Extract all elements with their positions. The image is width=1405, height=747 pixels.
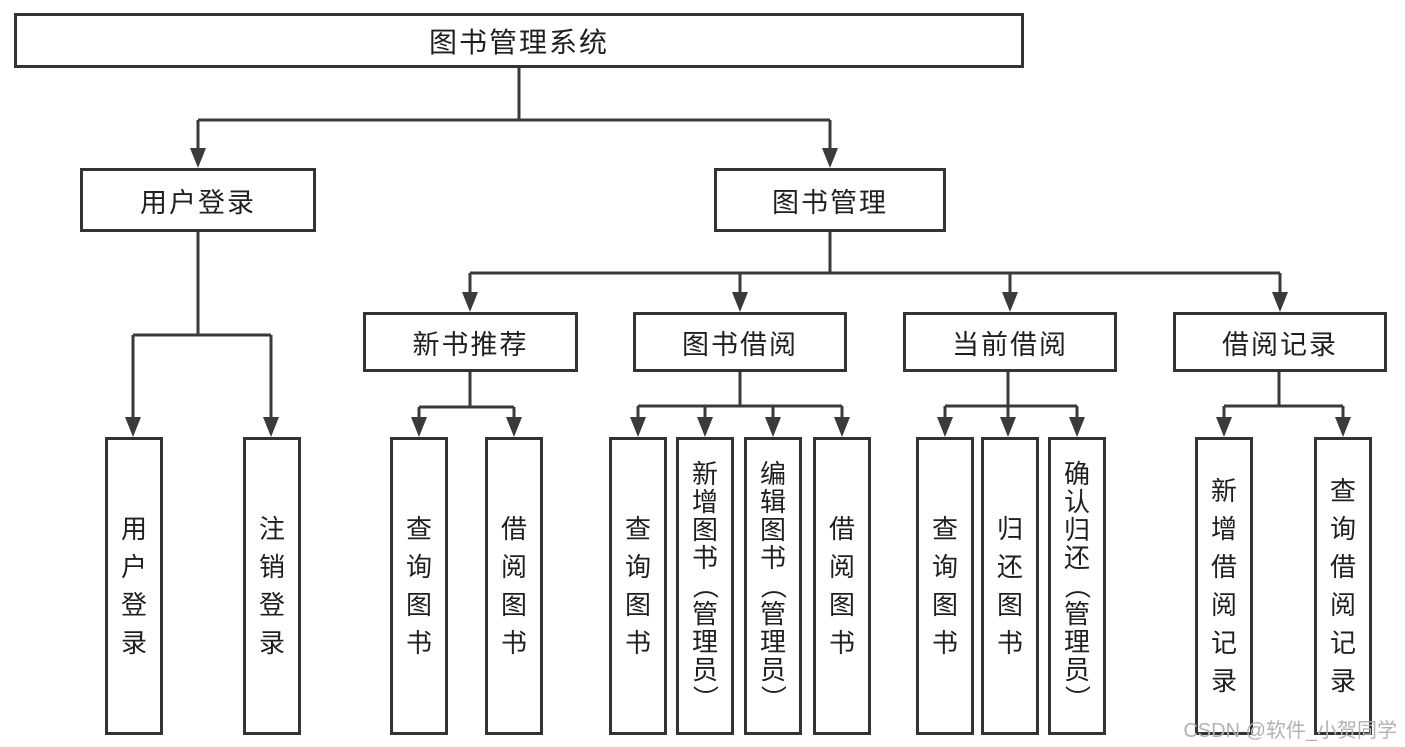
node-new-book-recommend: 新书推荐 <box>363 312 578 372</box>
leaf-query-books-borrowing: 查询图书 <box>609 437 667 735</box>
leaf-edit-books-admin: 编辑图书（管理员） <box>744 437 802 735</box>
leaf-query-borrow-record: 查询借阅记录 <box>1314 437 1372 735</box>
leaf-confirm-return-admin: 确认归还（管理员） <box>1048 437 1106 735</box>
node-root-label: 图书管理系统 <box>428 26 609 58</box>
leaf-add-borrow-record: 新增借阅记录 <box>1195 437 1253 735</box>
leaf-user-login: 用户登录 <box>105 437 163 735</box>
node-current-borrowing-label: 当前借阅 <box>952 329 1068 360</box>
leaf-query-books-recommend: 查询图书 <box>390 437 448 735</box>
node-new-book-recommend-label: 新书推荐 <box>412 329 529 360</box>
leaf-query-books-current: 查询图书 <box>916 437 974 735</box>
leaf-return-books: 归还图书 <box>981 437 1039 735</box>
node-user-login-label: 用户登录 <box>140 187 256 218</box>
node-book-borrowing: 图书借阅 <box>633 312 847 372</box>
node-borrow-records: 借阅记录 <box>1173 312 1387 372</box>
node-book-borrowing-label: 图书借阅 <box>682 329 798 360</box>
watermark: CSDN @软件_小贺同学 <box>1183 720 1397 742</box>
leaf-borrow-books-borrowing: 借阅图书 <box>813 437 871 735</box>
leaf-add-books-admin: 新增图书（管理员） <box>676 437 734 735</box>
arrowheads <box>125 148 1351 437</box>
node-root: 图书管理系统 <box>14 13 1024 68</box>
node-current-borrowing: 当前借阅 <box>903 312 1117 372</box>
leaf-borrow-books-recommend: 借阅图书 <box>485 437 543 735</box>
node-user-login: 用户登录 <box>80 168 316 232</box>
node-book-management-label: 图书管理 <box>772 187 888 218</box>
node-book-management: 图书管理 <box>714 168 946 232</box>
node-borrow-records-label: 借阅记录 <box>1222 329 1338 360</box>
leaf-logout: 注销登录 <box>243 437 301 735</box>
